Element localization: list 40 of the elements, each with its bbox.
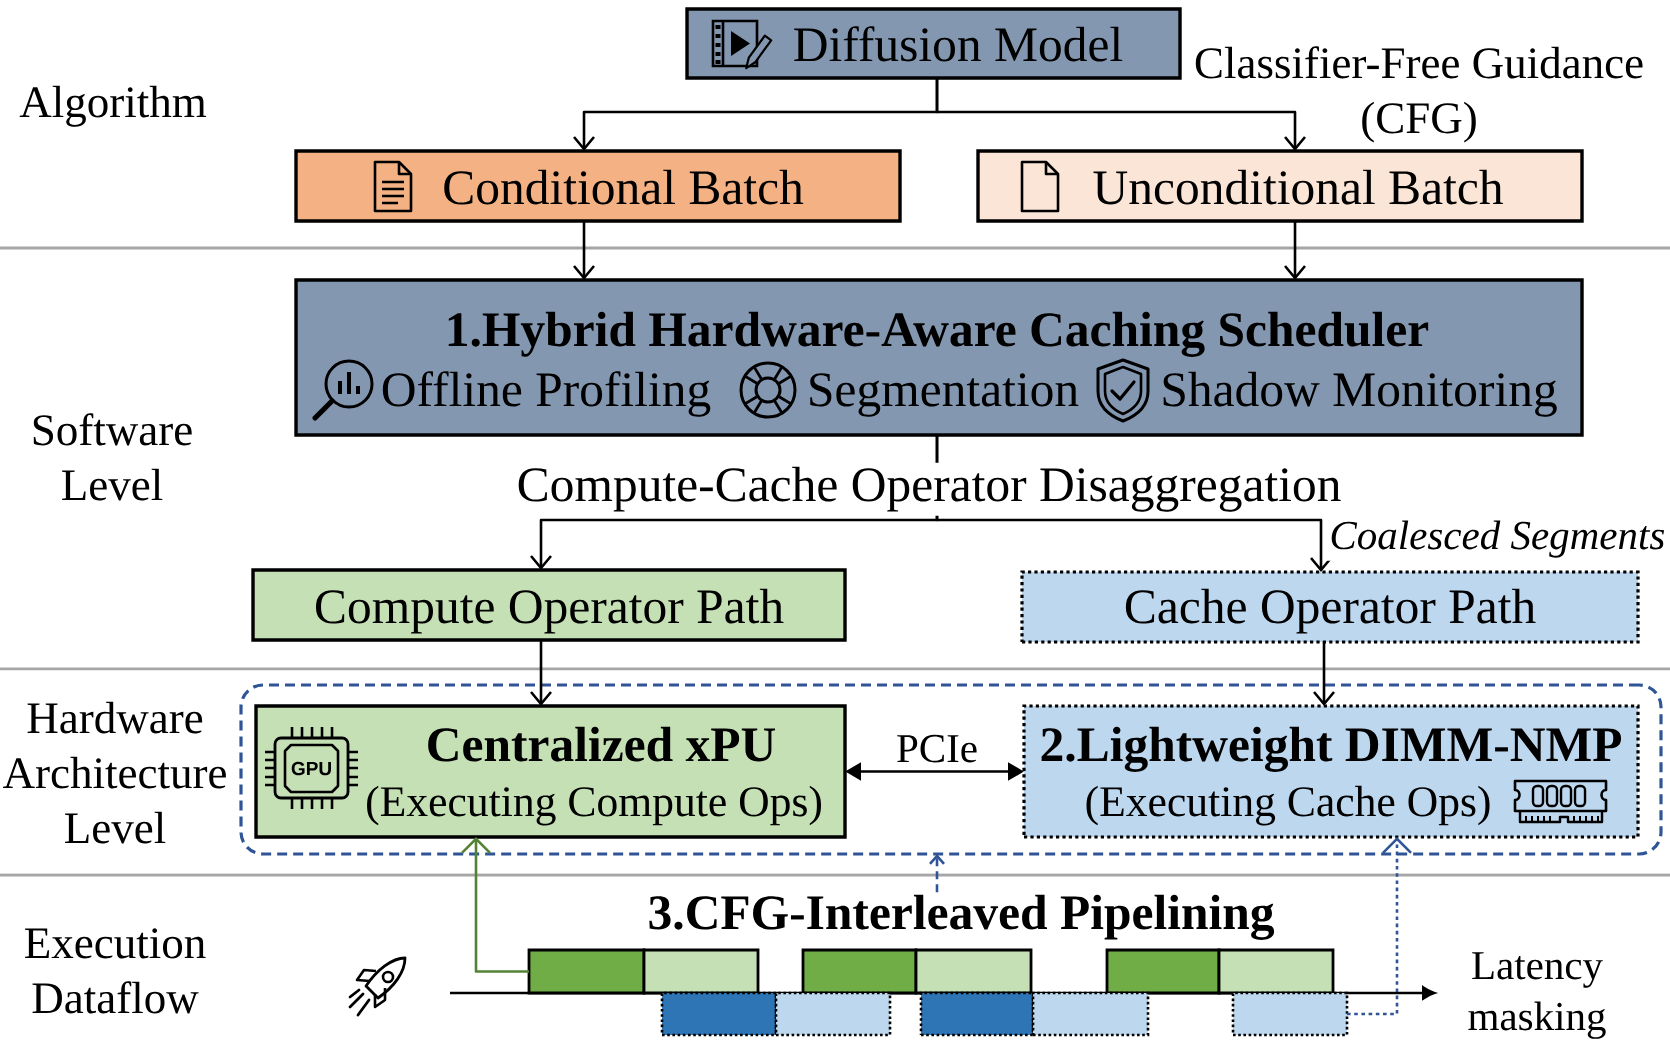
pipeline-bar [642, 948, 760, 995]
annotation: Classifier-Free Guidance (CFG) [1195, 46, 1643, 143]
path-box: Cache Operator Path [1020, 570, 1640, 644]
arrow [573, 221, 595, 280]
edge-label: PCIe [893, 731, 981, 766]
pipeline-bar [774, 991, 892, 1037]
path-box: Compute Operator Path [251, 568, 847, 642]
level-label: Execution Dataflow [25, 928, 206, 1014]
pipeline-bar [1105, 948, 1221, 995]
feature-label: Offline Profiling [382, 371, 711, 417]
model-box: Diffusion Model [685, 7, 1182, 80]
annotation: Compute-Cache Operator Disaggregation [512, 462, 1346, 516]
level-label: Algorithm [19, 85, 207, 127]
pipeline-bar [1217, 948, 1335, 995]
arrow [1313, 642, 1335, 706]
edge-label: Coalesced Segments [1326, 517, 1669, 561]
arrow [1284, 221, 1306, 280]
pipeline-bar [801, 948, 918, 995]
arrow [929, 854, 945, 893]
level-label: Hardware Architecture Level [3, 701, 226, 844]
batch-box: Conditional Batch [294, 149, 902, 223]
level-label: Software Level [33, 413, 192, 501]
pipeline-bar [527, 948, 646, 995]
pipeline-title: 3.CFG-Interleaved Pipelining [649, 894, 1275, 940]
batch-box: Unconditional Batch [976, 149, 1584, 223]
arrow [935, 78, 1306, 151]
axis-label: Latency masking [1468, 952, 1606, 1039]
arrow [530, 640, 552, 706]
pipeline-bar [660, 991, 778, 1037]
arrow [461, 837, 529, 973]
dashed-frame [239, 683, 1663, 856]
feature-label: Shadow Monitoring [1163, 371, 1557, 417]
pipeline-bar [914, 948, 1033, 995]
arrow [935, 435, 1332, 572]
pipeline-bar [1031, 991, 1150, 1037]
pipeline-bar [1231, 991, 1349, 1037]
feature-label: Segmentation [810, 373, 1079, 417]
memory-box: 2.Lightweight DIMM-NMP (Executing Cache Ops) [1022, 704, 1640, 839]
pipeline-bar [919, 991, 1035, 1037]
arrow [1347, 837, 1412, 1016]
